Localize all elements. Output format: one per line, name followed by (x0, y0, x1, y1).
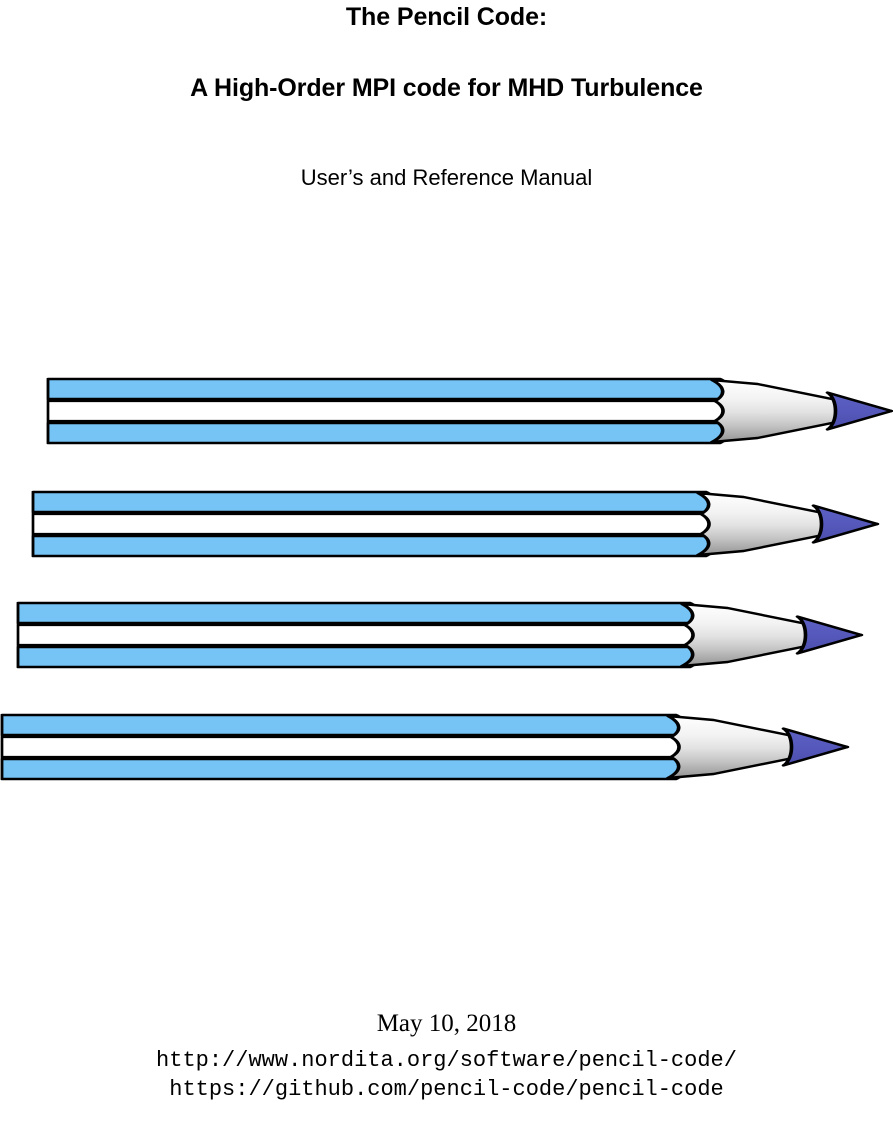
pencil-4-bottom-stripe (0, 757, 686, 781)
pencil-2-center-band (31, 512, 719, 536)
project-url-primary[interactable]: http://www.nordita.org/software/pencil-c… (156, 1048, 737, 1073)
pencil-2-top-stripe (31, 490, 716, 514)
pencil-1-center-band (46, 399, 733, 423)
pencil-1-top-stripe (46, 377, 730, 401)
page-subtitle: User’s and Reference Manual (300, 165, 593, 190)
publication-date: May 10, 2018 (376, 1010, 517, 1037)
pencil-4 (0, 713, 850, 781)
pencil-4-top-stripe (0, 713, 686, 737)
title-block: The Pencil Code: A High-Order MPI code f… (0, 0, 893, 191)
footer-block: May 10, 2018 http://www.nordita.org/soft… (0, 1008, 893, 1104)
pencil-2-bottom-stripe (31, 534, 716, 558)
page-title-line-2: A High-Order MPI code for MHD Turbulence (190, 74, 703, 102)
pencil-3-bottom-stripe (16, 645, 700, 669)
pencil-3-center-band (16, 623, 703, 647)
pencil-4-center-band (0, 735, 689, 759)
pencil-2 (31, 490, 880, 558)
pencil-3 (16, 601, 864, 669)
pencil-1-bottom-stripe (46, 421, 730, 445)
page-title-line-1: The Pencil Code: (345, 3, 548, 31)
project-url-secondary[interactable]: https://github.com/pencil-code/pencil-co… (169, 1077, 724, 1102)
pencil-1 (46, 377, 893, 445)
pencil-3-top-stripe (16, 601, 700, 625)
